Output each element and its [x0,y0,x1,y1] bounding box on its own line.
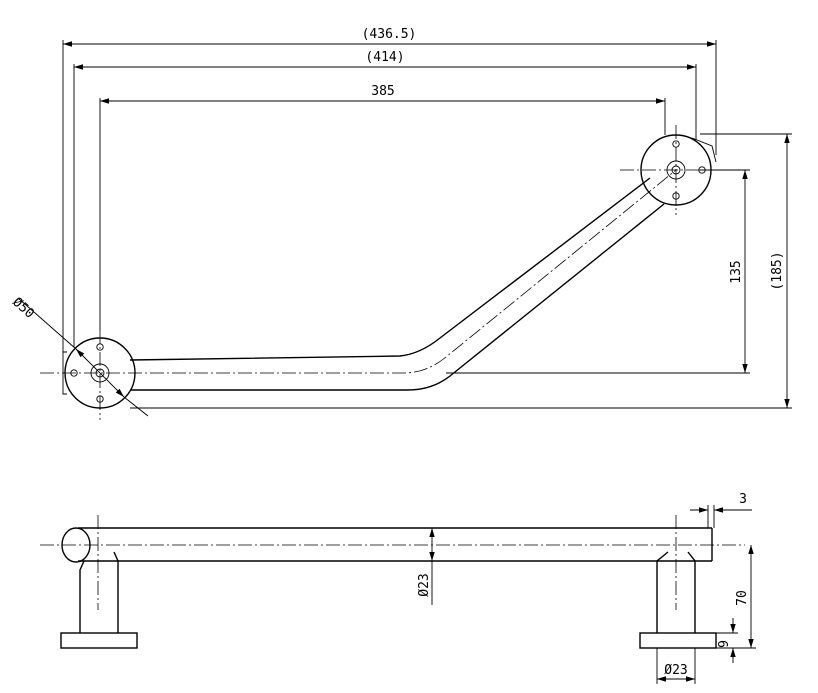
dimension-overall-width-label: (436.5) [362,27,417,42]
dimension-rise: 135 [446,169,750,374]
dimension-post-diameter-label: Ø23 [664,663,687,678]
dimension-outer-width: (414) [73,50,697,347]
dimension-overall-height-label: (185) [770,251,785,290]
dimension-base-thickness: 9 [716,618,738,663]
grab-bar-tube [40,169,677,391]
dimension-tube-diameter: Ø23 [417,528,435,605]
dimension-center-width: 385 [99,84,666,330]
dimension-flange-diameter: Ø50 [9,295,149,417]
dimension-tube-diameter-label: Ø23 [417,573,432,596]
dimension-height: 70 [716,545,756,649]
dimension-overall-height: (185) [130,133,792,409]
dimension-outer-width-label: (414) [365,50,404,65]
top-view: (436.5) (414) 385 135 (185) [9,27,792,420]
dimension-base-thickness-label: 9 [717,640,732,648]
right-post [639,551,717,649]
side-tube [40,515,745,610]
dimension-center-width-label: 385 [371,84,394,99]
side-view: 3 Ø23 70 9 Ø23 [40,492,756,684]
dimension-end-offset-label: 3 [739,492,747,507]
dimension-height-label: 70 [735,590,750,606]
dimension-flange-diameter-label: Ø50 [9,295,36,322]
dimension-post-diameter: Ø23 [656,648,696,684]
left-post [60,551,138,649]
dimension-rise-label: 135 [729,260,744,283]
dimension-overall-width: (436.5) [62,27,717,352]
dimension-end-offset: 3 [690,492,752,528]
